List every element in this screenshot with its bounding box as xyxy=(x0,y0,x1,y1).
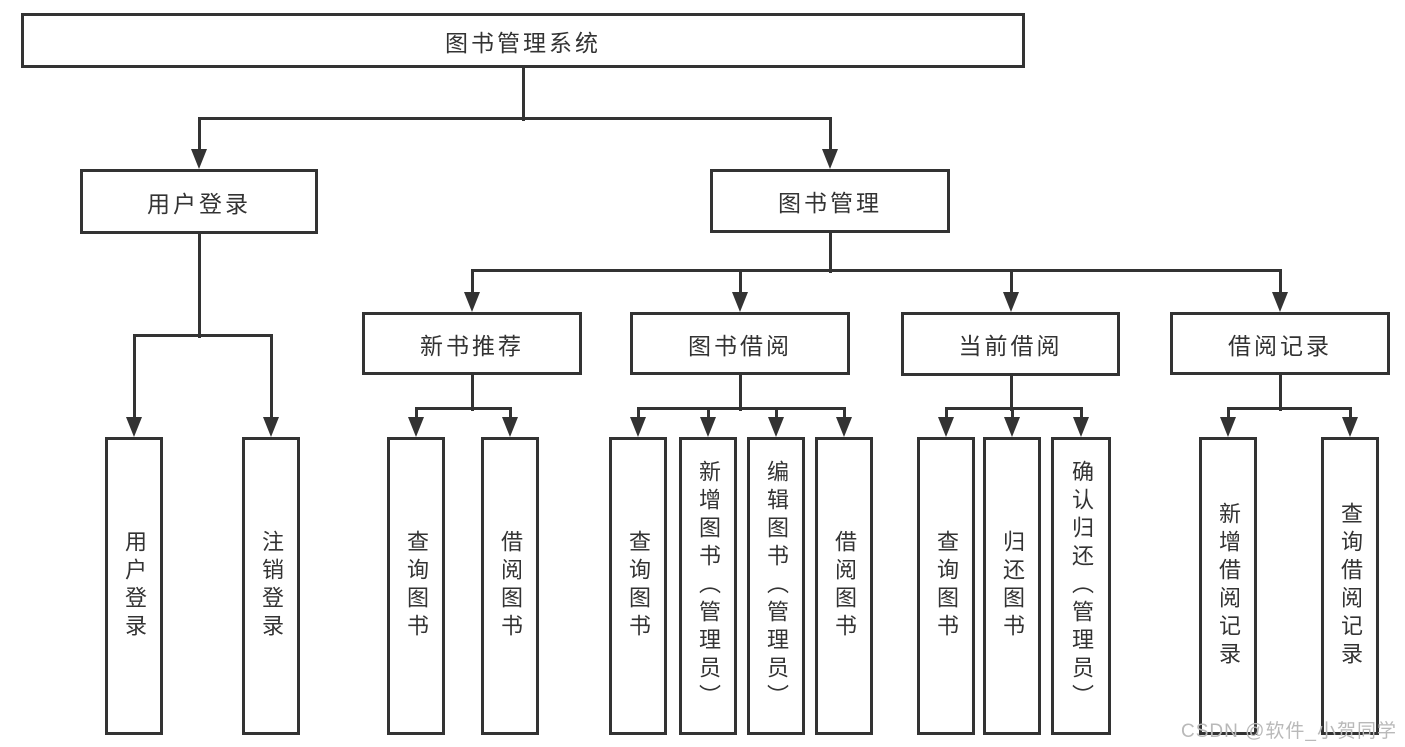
node-label: 用户登录 xyxy=(147,190,251,217)
connector-line xyxy=(197,116,832,120)
connector-line xyxy=(706,408,710,421)
arrow-down-icon xyxy=(1342,417,1358,437)
connector-line xyxy=(636,408,640,421)
connector-line xyxy=(470,375,474,411)
leaf-label: 查询图书 xyxy=(404,530,429,642)
node-user-login: 用户登录 xyxy=(80,169,318,234)
connector-line xyxy=(132,333,273,337)
leaf-edit-books-admin: 编辑图书（管理员） xyxy=(747,437,805,735)
arrow-down-icon xyxy=(1004,417,1020,437)
leaf-add-borrow-record: 新增借阅记录 xyxy=(1199,437,1257,735)
leaf-query-borrow-record: 查询借阅记录 xyxy=(1321,437,1379,735)
connector-line xyxy=(738,270,742,296)
node-label: 新书推荐 xyxy=(420,332,524,359)
connector-line xyxy=(521,68,525,121)
connector-line xyxy=(269,335,273,421)
connector-line xyxy=(197,234,201,338)
connector-line xyxy=(1226,408,1230,421)
leaf-label: 注销登录 xyxy=(259,530,284,642)
leaf-label: 借阅图书 xyxy=(832,530,857,642)
arrow-down-icon xyxy=(732,292,748,312)
node-borrowing-records: 借阅记录 xyxy=(1170,312,1390,375)
node-new-book-recommendation: 新书推荐 xyxy=(362,312,582,375)
leaf-return-books: 归还图书 xyxy=(983,437,1041,735)
leaf-label: 查询借阅记录 xyxy=(1338,502,1363,670)
connector-line xyxy=(414,408,418,421)
leaf-query-books-current: 查询图书 xyxy=(917,437,975,735)
connector-line xyxy=(414,406,512,410)
leaf-borrow-books-recommend: 借阅图书 xyxy=(481,437,539,735)
arrow-down-icon xyxy=(768,417,784,437)
connector-line xyxy=(636,406,846,410)
connector-line xyxy=(738,375,742,411)
arrow-down-icon xyxy=(938,417,954,437)
connector-line xyxy=(1010,408,1014,421)
leaf-label: 归还图书 xyxy=(1000,530,1025,642)
arrow-down-icon xyxy=(408,417,424,437)
node-label: 借阅记录 xyxy=(1228,332,1332,359)
connector-line xyxy=(828,233,832,273)
connector-line xyxy=(1009,270,1013,296)
leaf-logout: 注销登录 xyxy=(242,437,300,735)
arrow-down-icon xyxy=(1073,417,1089,437)
connector-line xyxy=(842,408,846,421)
connector-line xyxy=(1348,408,1352,421)
leaf-add-books-admin: 新增图书（管理员） xyxy=(679,437,737,735)
leaf-borrow-books: 借阅图书 xyxy=(815,437,873,735)
leaf-confirm-return-admin: 确认归还（管理员） xyxy=(1051,437,1111,735)
connector-line xyxy=(508,408,512,421)
arrow-down-icon xyxy=(1003,292,1019,312)
arrow-down-icon xyxy=(191,149,207,169)
connector-line xyxy=(1009,376,1013,411)
connector-line xyxy=(1226,406,1352,410)
arrow-down-icon xyxy=(464,292,480,312)
arrow-down-icon xyxy=(1272,292,1288,312)
node-book-management: 图书管理 xyxy=(710,169,950,233)
connector-line xyxy=(828,118,832,152)
leaf-label: 查询图书 xyxy=(626,530,651,642)
leaf-query-books-borrow: 查询图书 xyxy=(609,437,667,735)
node-library-management-system: 图书管理系统 xyxy=(21,13,1025,68)
connector-line xyxy=(944,408,948,421)
node-book-borrowing: 图书借阅 xyxy=(630,312,850,375)
node-label: 图书借阅 xyxy=(688,332,792,359)
leaf-label: 借阅图书 xyxy=(498,530,523,642)
leaf-user-login: 用户登录 xyxy=(105,437,163,735)
arrow-down-icon xyxy=(822,149,838,169)
connector-line xyxy=(1079,408,1083,421)
arrow-down-icon xyxy=(700,417,716,437)
leaf-query-books-recommend: 查询图书 xyxy=(387,437,445,735)
leaf-label: 新增借阅记录 xyxy=(1216,502,1241,670)
leaf-label: 查询图书 xyxy=(934,530,959,642)
arrow-down-icon xyxy=(630,417,646,437)
node-label: 图书管理系统 xyxy=(445,29,601,56)
node-current-borrowing: 当前借阅 xyxy=(901,312,1120,376)
connector-line xyxy=(1278,270,1282,296)
connector-line xyxy=(197,118,201,152)
leaf-label: 新增图书（管理员） xyxy=(696,460,721,712)
leaf-label: 确认归还（管理员） xyxy=(1069,460,1094,712)
leaf-label: 编辑图书（管理员） xyxy=(764,460,789,712)
connector-line xyxy=(132,335,136,421)
arrow-down-icon xyxy=(126,417,142,437)
arrow-down-icon xyxy=(502,417,518,437)
connector-line xyxy=(944,406,1083,410)
csdn-watermark: CSDN @软件_小贺同学 xyxy=(1181,721,1397,742)
connector-line xyxy=(1278,375,1282,411)
leaf-label: 用户登录 xyxy=(122,530,147,642)
arrow-down-icon xyxy=(836,417,852,437)
connector-line xyxy=(774,408,778,421)
arrow-down-icon xyxy=(1220,417,1236,437)
node-label: 图书管理 xyxy=(778,190,882,216)
connector-line xyxy=(470,268,1282,272)
arrow-down-icon xyxy=(263,417,279,437)
node-label: 当前借阅 xyxy=(958,333,1063,359)
connector-line xyxy=(470,270,474,296)
